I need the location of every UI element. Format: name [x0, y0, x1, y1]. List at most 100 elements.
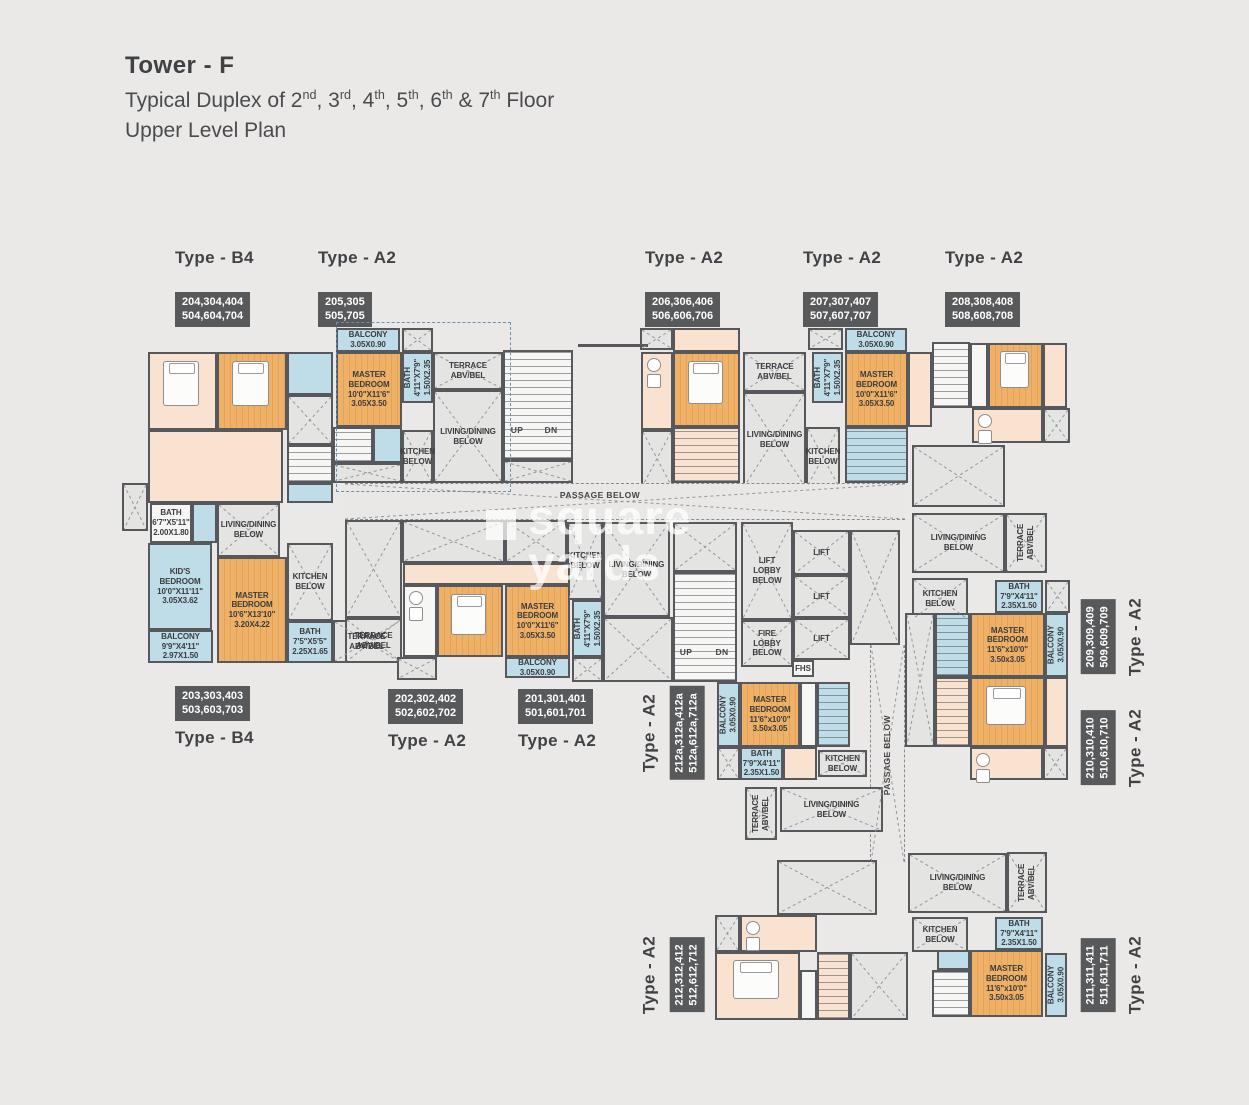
living-212a: LIVING/DINING BELOW — [780, 787, 883, 832]
terrace-202-label: TERRACE ABV/BEL — [354, 630, 393, 650]
bedroom-212 — [715, 952, 800, 1020]
unit-numbers-205: 205,305 505,705 — [318, 292, 372, 327]
closet-212 — [800, 970, 817, 1020]
dn-label-top-label: DN — [544, 424, 558, 435]
kitchen-212a: KITCHEN BELOW — [818, 750, 867, 777]
balcony-211-label: BALCONY 3.05X0.90 — [1046, 965, 1066, 1005]
unit-type-209: Type - A2 — [1125, 597, 1145, 677]
bath-207: BATH 4'11"X7'9" 1.50X2.35 — [812, 352, 843, 403]
unit-numbers-212: 212,312,412 512,612,712 — [669, 937, 705, 1013]
terrace-202: TERRACE ABV/BEL — [345, 618, 402, 663]
bath-203: BATH 7'5"X5'5" 2.25X1.65 — [287, 621, 333, 663]
hall-202 — [403, 563, 570, 585]
hall-204 — [148, 430, 283, 503]
fhs-box: FHS — [792, 660, 814, 677]
bed-icon — [986, 685, 1026, 726]
terrace-212a-label: TERRACE ABV/BEL — [751, 794, 770, 833]
cross-lines-icon — [335, 465, 400, 481]
cross-lines-icon — [643, 432, 671, 485]
balcony-201-label: BALCONY 3.05X0.90 — [518, 657, 557, 677]
void-201a — [397, 657, 437, 680]
terrace-211: TERRACE ABV/BEL — [1007, 852, 1047, 913]
stair-211 — [932, 970, 970, 1017]
bath-209: BATH 7'9"X4'11" 2.35X1.50 — [995, 580, 1043, 613]
bed-icon — [232, 361, 270, 406]
cross-lines-icon — [914, 919, 966, 950]
cross-lines-icon — [435, 392, 501, 481]
bath-210 — [970, 747, 1043, 783]
lift-1: LIFT — [793, 530, 850, 575]
cross-lines-icon — [289, 397, 331, 443]
stair-206 — [673, 427, 740, 483]
balcony-207-label: BALCONY 3.05X0.90 — [856, 330, 896, 349]
kitchen-211-label: KITCHEN BELOW — [922, 924, 958, 944]
void-212s — [715, 915, 740, 952]
balcony-201: BALCONY 3.05X0.90 — [505, 657, 570, 678]
void-202c — [505, 520, 567, 563]
living-211: LIVING/DINING BELOW — [908, 853, 1007, 913]
void-210 — [1043, 747, 1068, 780]
balcony-205: BALCONY 3.05X0.90 — [336, 328, 400, 352]
unit-numbers-207: 207,307,407 507,607,707 — [803, 292, 879, 327]
unit-numbers-203: 203,303,403 503,603,703 — [175, 686, 251, 721]
cross-lines-icon — [795, 532, 848, 573]
kitchen-202 — [403, 585, 437, 657]
master-bedroom-205-label: MASTER BEDROOM 10'0"X11'6" 3.05X3.50 — [348, 370, 390, 409]
strip-208 — [1043, 343, 1067, 408]
cross-lines-icon — [719, 749, 738, 778]
fixture-icon — [647, 374, 661, 388]
terrace-205: TERRACE ABV/BEL — [433, 352, 503, 390]
landing-205 — [373, 427, 402, 463]
unit-numbers-201: 201,301,401 501,601,701 — [518, 689, 594, 724]
void-202a — [345, 520, 402, 618]
bed-icon — [733, 960, 779, 999]
master-bedroom-209: MASTER BEDROOM 11'6"x10'0" 3.50x3.05 — [970, 613, 1045, 677]
passage-label-h: PASSAGE BELOW — [545, 489, 655, 501]
unit-type-212a: Type - A2 — [639, 693, 659, 773]
master-bedroom-212a-label: MASTER BEDROOM 11'6"x10'0" 3.50x3.05 — [749, 695, 791, 734]
unit-numbers-210: 210,310,410 510,610,710 — [1080, 710, 1116, 786]
lift-2: LIFT — [793, 575, 850, 618]
living-208: LIVING/DINING BELOW — [912, 513, 1005, 573]
void-212r — [850, 952, 908, 1020]
bedroom-202 — [437, 585, 503, 657]
unit-numbers-204: 204,304,404 504,604,704 — [175, 292, 251, 327]
passage-v — [870, 645, 905, 862]
unit-numbers-202: 202,302,402 502,602,702 — [388, 689, 464, 724]
balcony-211: BALCONY 3.05X0.90 — [1045, 953, 1067, 1017]
cross-lines-icon — [795, 577, 848, 616]
bath-207-label: BATH 4'11"X7'9" 1.50X2.35 — [812, 358, 842, 397]
firelobby-label: FIRE LOBBY BELOW — [752, 628, 782, 658]
void-205t — [402, 328, 433, 352]
cross-lines-icon — [820, 752, 865, 775]
kids-bedroom: KID'S BEDROOM 10'0"X11'11" 3.05X3.62 — [148, 543, 212, 630]
kitchen-205: KITCHEN BELOW — [400, 430, 435, 483]
lift-2-label: LIFT — [813, 591, 830, 601]
cross-lines-icon — [910, 855, 1005, 911]
cross-lines-icon — [404, 522, 503, 561]
living-204-label: LIVING/DINING BELOW — [220, 520, 277, 539]
master-bedroom-207: MASTER BEDROOM 10'0"X11'6" 3.05X3.50 — [845, 352, 908, 427]
tower-name: Tower - F — [125, 52, 235, 79]
terrace-205-label: TERRACE ABV/BEL — [449, 361, 487, 380]
living-211-label: LIVING/DINING BELOW — [929, 873, 986, 892]
cross-lines-icon — [605, 619, 671, 680]
unit-numbers-211: 211,311,411 511,611,711 — [1080, 938, 1116, 1012]
dn-label-top: DN — [540, 424, 562, 436]
unit-type-203: Type - B4 — [175, 727, 254, 747]
void-core-r — [850, 530, 900, 645]
cross-lines-icon — [808, 429, 838, 485]
cross-lines-icon — [871, 645, 904, 862]
balcony-left — [122, 483, 148, 531]
bath-204-label: BATH 6'7"X5'11" 2.00X1.80 — [152, 508, 190, 537]
void-208a — [1043, 408, 1070, 443]
bath-204-top — [287, 352, 333, 395]
kitchen-208-label: KITCHEN BELOW — [922, 589, 958, 608]
fixture-icon — [746, 921, 760, 935]
void-201c — [603, 617, 673, 682]
